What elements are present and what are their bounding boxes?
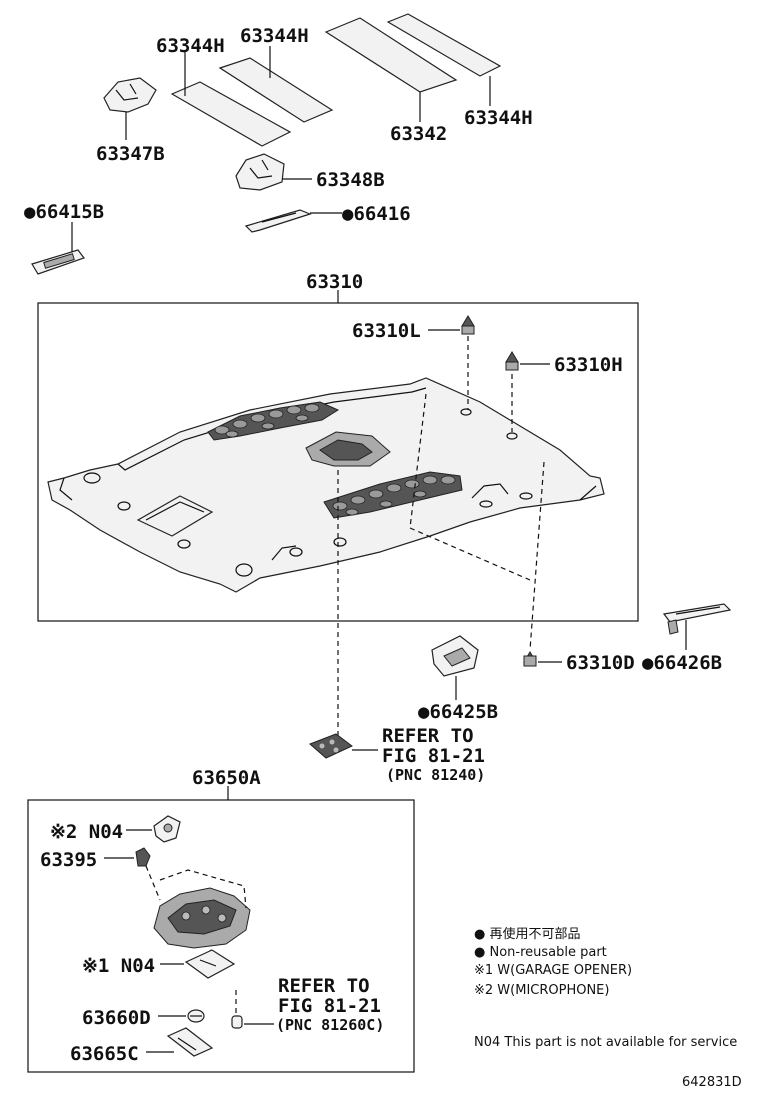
ref1-line3: (PNC 81240) xyxy=(386,766,485,784)
clip-63310L xyxy=(461,315,475,335)
legend-line3: ※1 W(GARAGE OPENER) xyxy=(474,963,632,978)
legend-line1: ● 再使用不可部品 xyxy=(474,926,580,942)
label-63344H-c: 63344H xyxy=(464,107,533,129)
bracket-66416 xyxy=(244,209,312,233)
ref2-line2: FIG 81-21 xyxy=(278,995,381,1017)
bracket-66425B xyxy=(431,635,479,677)
bracket-66426B xyxy=(662,603,732,635)
ref2-line1: REFER TO xyxy=(278,975,370,997)
clip-63310H xyxy=(505,351,519,371)
legend-line4: ※2 W(MICROPHONE) xyxy=(474,983,609,998)
label-63342: 63342 xyxy=(390,123,447,145)
cover-63665C xyxy=(166,1027,214,1057)
label-63310: 63310 xyxy=(306,271,363,293)
label-N04-microphone: ※2 N04 xyxy=(50,821,123,843)
label-63310D: 63310D xyxy=(566,652,635,674)
microphone-N04 xyxy=(153,815,181,843)
diagram-id: 642831D xyxy=(682,1075,742,1090)
label-63310H: 63310H xyxy=(554,354,623,376)
console-frame xyxy=(27,799,415,1073)
label-66425B: ●66425B xyxy=(418,701,498,723)
label-63665C: 63665C xyxy=(70,1043,139,1065)
label-63348B: 63348B xyxy=(316,169,385,191)
ref1-line2: FIG 81-21 xyxy=(382,745,485,767)
headliner-63310 xyxy=(47,377,605,593)
label-63344H-a: 63344H xyxy=(156,35,225,57)
clip-63310D xyxy=(523,651,537,667)
legend-line2: ● Non-reusable part xyxy=(474,945,607,960)
label-N04-garage: ※1 N04 xyxy=(82,955,155,977)
clip-63660D xyxy=(187,1009,205,1023)
garage-opener-N04 xyxy=(184,949,236,979)
label-63347B: 63347B xyxy=(96,143,165,165)
bracket-66415B xyxy=(31,249,85,275)
clip-63348B xyxy=(235,153,285,191)
label-63344H-b: 63344H xyxy=(240,25,309,47)
clip-63347B xyxy=(103,77,157,113)
label-63310L: 63310L xyxy=(352,320,421,342)
ref2-line3: (PNC 81260C) xyxy=(276,1016,384,1034)
label-66415B: ●66415B xyxy=(24,201,104,223)
pad-63344H-right xyxy=(386,13,502,77)
label-66426B: ●66426B xyxy=(642,652,722,674)
ref1-line1: REFER TO xyxy=(382,725,474,747)
console-63650A xyxy=(153,887,251,949)
label-63660D: 63660D xyxy=(82,1007,151,1029)
label-66416: ●66416 xyxy=(342,203,411,225)
label-63650A: 63650A xyxy=(192,767,261,789)
pad-63342-large xyxy=(324,17,458,93)
lamp-81260C xyxy=(231,1015,243,1029)
label-63395: 63395 xyxy=(40,849,97,871)
pad-63344H-left xyxy=(170,57,334,147)
legend-footnote: N04 This part is not available for servi… xyxy=(474,1035,737,1050)
bulb-63395 xyxy=(135,847,151,867)
lamp-81240 xyxy=(309,733,353,759)
